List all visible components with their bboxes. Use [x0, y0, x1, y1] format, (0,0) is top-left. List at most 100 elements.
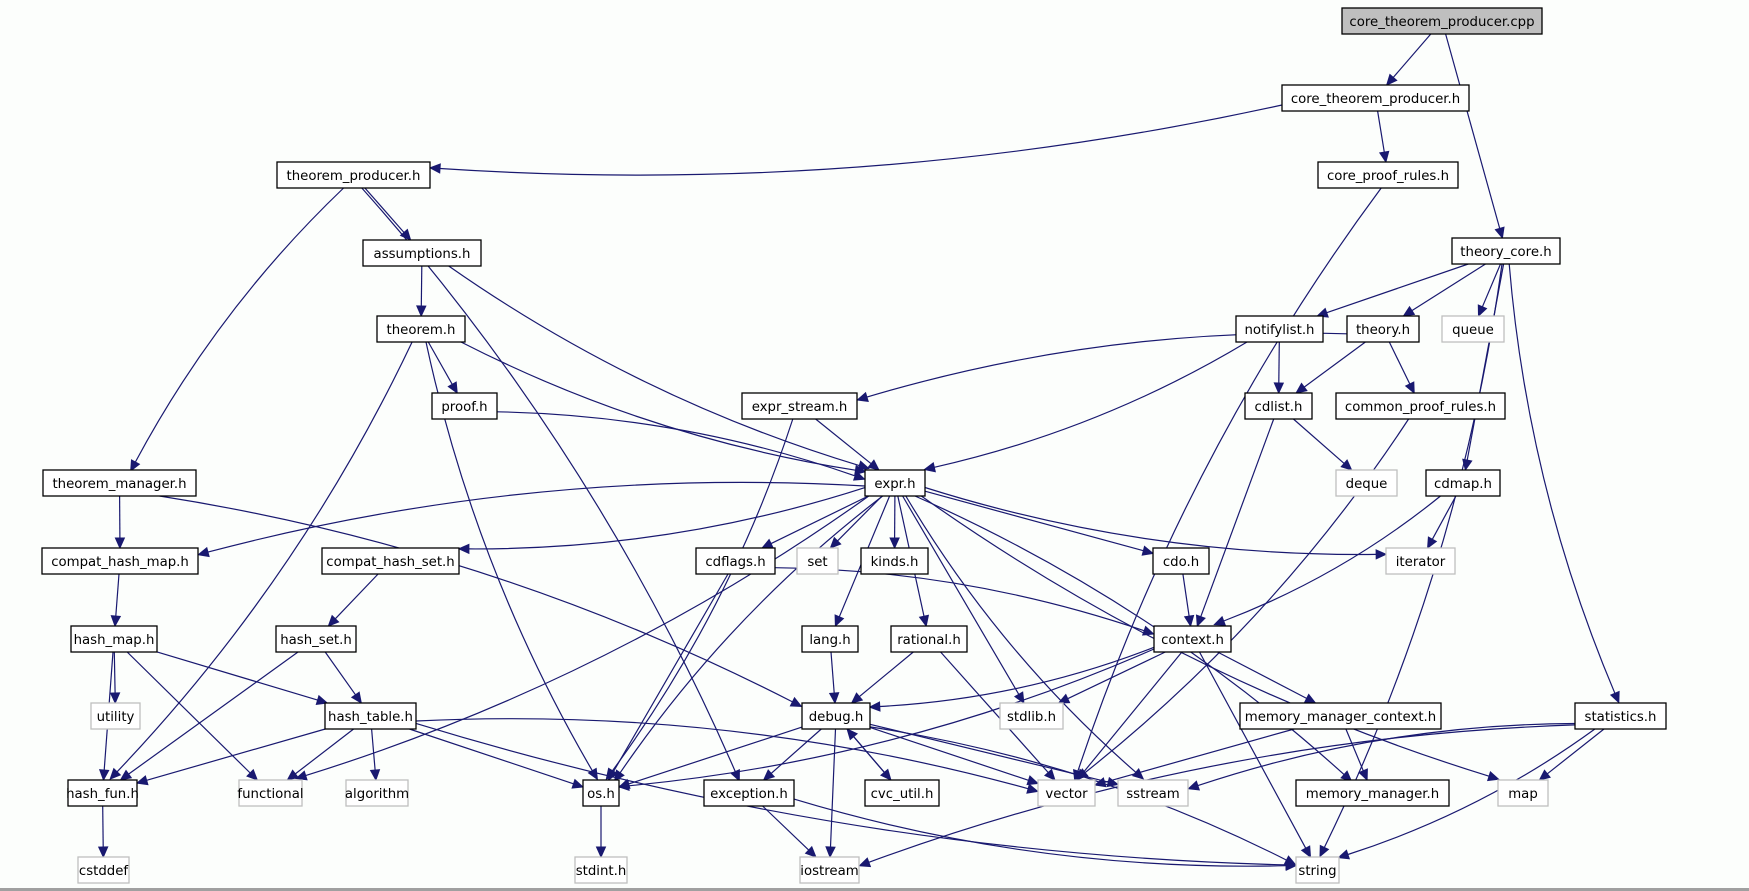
node-proof-h[interactable]: proof.h [431, 392, 498, 420]
arrowhead-icon [97, 846, 109, 859]
node-cdflags-h[interactable]: cdflags.h [695, 547, 776, 575]
node-lang-h[interactable]: lang.h [801, 625, 859, 653]
node-label: hash_set.h [280, 633, 352, 648]
edge-line [207, 481, 866, 553]
edge-hash_map_h-to-hash_table_h [156, 651, 329, 705]
edge-os_h-to-stdint_h [595, 806, 607, 859]
edge-debug_h-to-iostream [825, 728, 837, 859]
node-notifylist-h[interactable]: notifylist.h [1235, 315, 1324, 343]
node-label: memory_manager_context.h [1245, 710, 1436, 725]
node-compat-hash-set-h[interactable]: compat_hash_set.h [321, 547, 460, 575]
node-memory-manager-context-h[interactable]: memory_manager_context.h [1239, 702, 1442, 730]
arrowhead-icon [1213, 615, 1227, 626]
edge-cdmap_h-to-context_h [1213, 495, 1441, 626]
edge-expr_stream_h-to-expr_h [815, 418, 880, 471]
node-memory-manager-h[interactable]: memory_manager.h [1295, 779, 1450, 807]
edge-line [869, 726, 1029, 781]
arrowhead-icon [197, 546, 210, 558]
node-label: iostream [800, 864, 858, 879]
node-box [431, 392, 498, 420]
node-rational-h[interactable]: rational.h [890, 625, 968, 653]
node-expr-h[interactable]: expr.h [864, 469, 926, 497]
arrowhead-icon [617, 778, 631, 789]
edge-memory_manager_context_h-to-memory_manager_h [1345, 728, 1368, 782]
node-cdlist-h[interactable]: cdlist.h [1244, 392, 1313, 420]
node-iostream: iostream [799, 856, 860, 884]
node-hash-fun-h[interactable]: hash_fun.h [66, 779, 139, 807]
node-kinds-h[interactable]: kinds.h [860, 547, 929, 575]
node-statistics-h[interactable]: statistics.h [1574, 702, 1667, 730]
node-box [1341, 7, 1543, 35]
edge-theory_core_h-to-statistics_h [1508, 263, 1620, 704]
node-label: debug.h [809, 710, 864, 725]
node-theorem-manager-h[interactable]: theorem_manager.h [42, 469, 197, 497]
arrowhead-icon [918, 614, 930, 628]
edge-theory_core_h-to-theory_h [1402, 263, 1486, 317]
node-theory-core-h[interactable]: theory_core.h [1451, 237, 1561, 265]
node-stdlib-h: stdlib.h [999, 702, 1064, 730]
node-cvc-util-h[interactable]: cvc_util.h [864, 779, 940, 807]
arrowhead-icon [327, 614, 340, 627]
edge-compat_hash_map_h-to-hash_map_h [110, 573, 122, 628]
node-box [1117, 779, 1189, 807]
arrowhead-icon [1131, 767, 1145, 780]
node-label: cdflags.h [705, 555, 765, 570]
node-box [70, 625, 158, 653]
edge-line [1481, 263, 1502, 308]
node-string: string [1295, 856, 1340, 884]
node-label: assumptions.h [374, 247, 471, 262]
arrowhead-icon [1300, 845, 1312, 859]
node-core-proof-rules-h[interactable]: core_proof_rules.h [1317, 161, 1459, 189]
edge-cvc_util_h-to-debug_h [846, 728, 892, 781]
node-theorem-h[interactable]: theorem.h [376, 315, 466, 343]
node-exception-h[interactable]: exception.h [703, 779, 795, 807]
node-cdmap-h[interactable]: cdmap.h [1425, 469, 1501, 497]
edge-expr_h-to-map [920, 495, 1500, 782]
edge-line [448, 265, 860, 467]
edge-line [1431, 495, 1457, 540]
node-box [1295, 779, 1450, 807]
node-box [376, 315, 466, 343]
node-label: context.h [1161, 633, 1224, 648]
edge-line [1546, 728, 1605, 775]
node-label: common_proof_rules.h [1345, 400, 1496, 415]
node-context-h[interactable]: context.h [1153, 625, 1232, 653]
edge-line [496, 411, 856, 477]
node-core-theorem-producer-h[interactable]: core_theorem_producer.h [1281, 84, 1470, 112]
node-label: lang.h [809, 633, 850, 648]
node-box [799, 856, 860, 884]
node-theory-h[interactable]: theory.h [1346, 315, 1420, 343]
arrowhead-icon [110, 615, 122, 628]
node-label: expr_stream.h [752, 400, 848, 415]
arrowhead-icon [1494, 226, 1505, 240]
node-compat-hash-map-h[interactable]: compat_hash_map.h [41, 547, 199, 575]
node-cstddef: cstddef [77, 856, 130, 884]
node-box [703, 779, 795, 807]
node-theorem-producer-h[interactable]: theorem_producer.h [276, 161, 431, 189]
node-expr-stream-h[interactable]: expr_stream.h [741, 392, 858, 420]
node-cdo-h[interactable]: cdo.h [1152, 547, 1210, 575]
edge-context_h-to-vector [1076, 651, 1183, 781]
node-debug-h[interactable]: debug.h [801, 702, 871, 730]
edge-expr_h-to-cdo_h [924, 490, 1155, 556]
arrowhead-icon [1319, 844, 1330, 858]
node-common-proof-rules-h[interactable]: common_proof_rules.h [1335, 392, 1506, 420]
edge-expr_h-to-cdflags_h [760, 495, 869, 549]
node-label: expr.h [874, 477, 915, 492]
node-hash-map-h[interactable]: hash_map.h [70, 625, 158, 653]
edge-line [924, 486, 1377, 556]
node-hash-set-h[interactable]: hash_set.h [275, 625, 357, 653]
edge-line [866, 332, 1348, 398]
node-box [574, 856, 628, 884]
node-label: cdlist.h [1255, 400, 1303, 415]
arrowhead-icon [858, 857, 872, 868]
edge-line [1445, 33, 1501, 229]
node-assumptions-h[interactable]: assumptions.h [362, 239, 482, 267]
edge-hash_table_h-to-functional [286, 728, 354, 781]
edge-line [1198, 651, 1307, 849]
node-hash-table-h[interactable]: hash_table.h [324, 702, 417, 730]
node-os-h[interactable]: os.h [582, 779, 620, 807]
node-label: core_theorem_producer.h [1291, 92, 1460, 107]
edge-hash_map_h-to-utility [109, 651, 121, 705]
node-label: statistics.h [1585, 710, 1657, 725]
